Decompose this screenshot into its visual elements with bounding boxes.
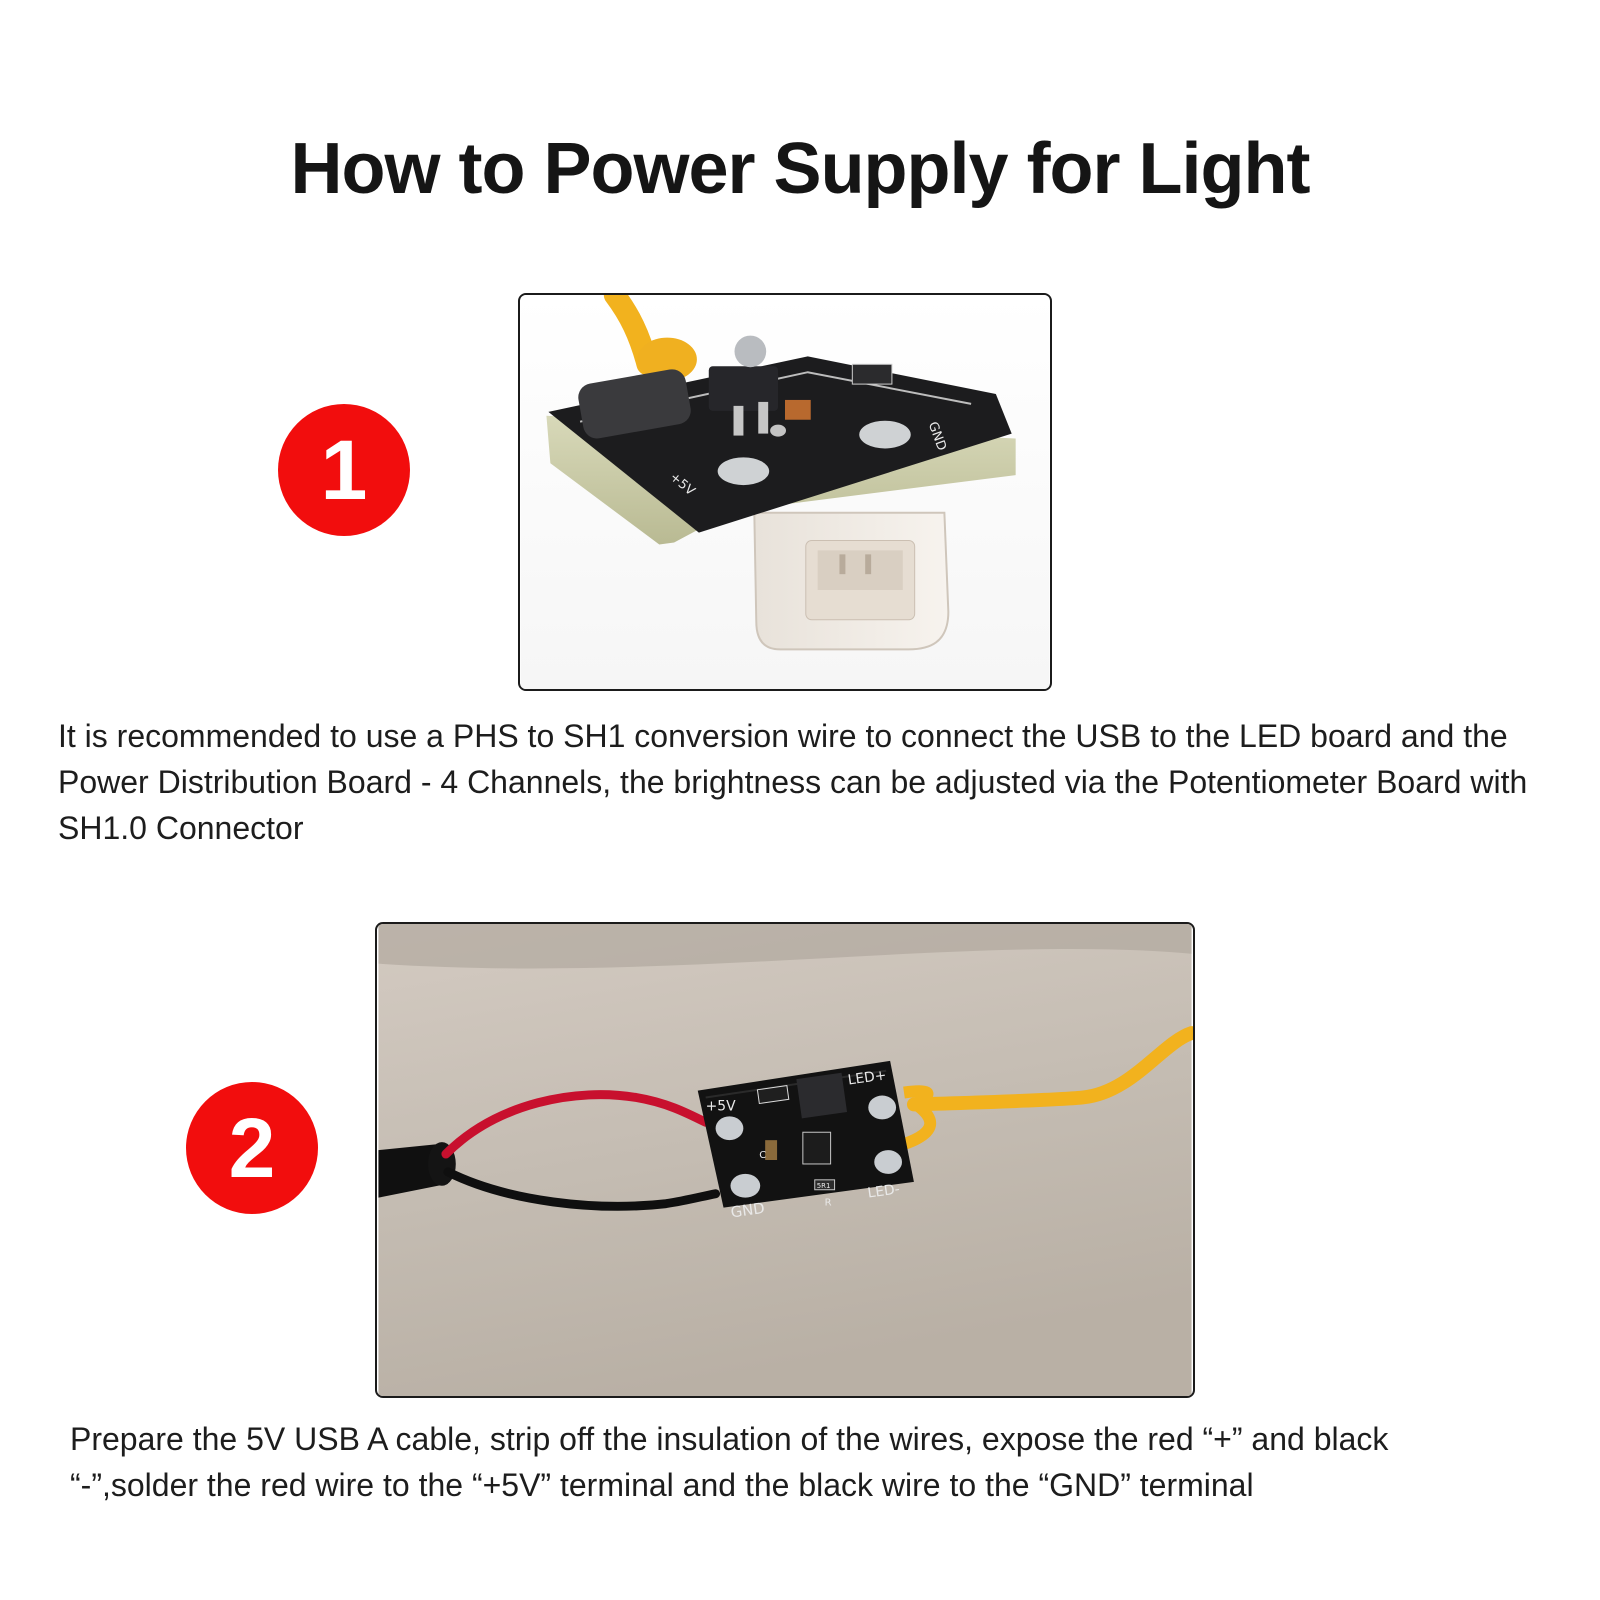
step-1-photo: GND +5V xyxy=(518,293,1052,691)
step-2-description: Prepare the 5V USB A cable, strip off th… xyxy=(70,1421,1389,1503)
page-title: How to Power Supply for Light xyxy=(290,129,1311,209)
board-label-plus5v: +5V xyxy=(706,1098,736,1114)
board-label-c: C xyxy=(759,1150,766,1161)
board-label-led-minus: LED- xyxy=(867,1181,901,1201)
step-1-badge: 1 xyxy=(278,404,410,536)
board-label-r: R xyxy=(825,1198,832,1209)
board-label-led-plus: LED+ xyxy=(847,1067,888,1088)
step-2-badge: 2 xyxy=(186,1082,318,1214)
soldered-led-driver-board-photo: +5V GND LED+ LED- C R 5R1 xyxy=(378,924,1193,1396)
board-label-gnd-2: GND xyxy=(730,1199,766,1222)
step-1-description: It is recommended to use a PHS to SH1 co… xyxy=(58,718,1528,846)
board-label-resistor: 5R1 xyxy=(817,1182,831,1190)
step-2-photo: +5V GND LED+ LED- C R 5R1 xyxy=(375,922,1195,1398)
led-driver-board-with-sh1-connector-photo: GND +5V xyxy=(520,295,1050,689)
